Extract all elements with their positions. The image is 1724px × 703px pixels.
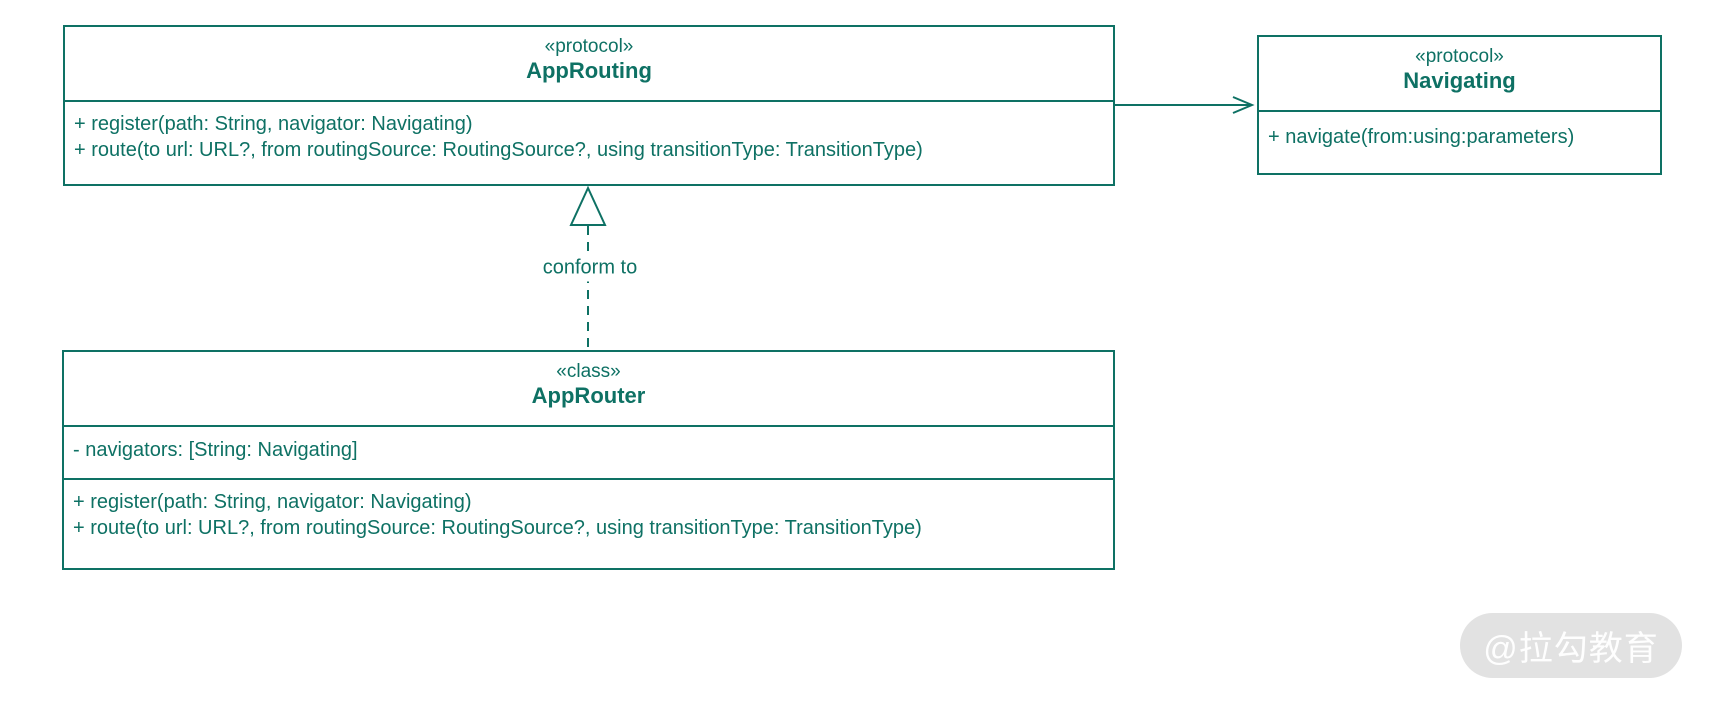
class-box-header: «class» AppRouter [64,352,1113,427]
class-box-header: «protocol» AppRouting [65,27,1113,102]
class-box-header: «protocol» Navigating [1259,37,1660,112]
method-label: + route(to url: URL?, from routingSource… [73,517,922,539]
class-box-approuter: «class» AppRouter - navigators: [String:… [62,350,1115,570]
stereotype-label: «class» [556,361,621,382]
stereotype-label: «protocol» [544,36,634,57]
class-name: AppRouter [531,383,646,408]
methods-section: + register(path: String, navigator: Navi… [64,480,1113,541]
realization-label: conform to [537,254,643,282]
methods-section: + navigate(from:using:parameters) [1259,112,1660,150]
class-box-navigating: «protocol» Navigating + navigate(from:us… [1257,35,1662,175]
method-label: + navigate(from:using:parameters) [1268,126,1575,148]
method-label: + register(path: String, navigator: Navi… [73,491,472,513]
class-box-approuting: «protocol» AppRouting + register(path: S… [63,25,1115,186]
methods-section: + register(path: String, navigator: Navi… [65,102,1113,163]
realization-triangle-icon [569,185,607,226]
watermark-text: @拉勾教育 [1483,630,1659,668]
stereotype-label: «protocol» [1415,46,1504,67]
association-arrowhead-icon [1232,96,1255,114]
attributes-section: - navigators: [String: Navigating] [64,427,1113,480]
attribute-label: - navigators: [String: Navigating] [73,439,358,461]
method-label: + route(to url: URL?, from routingSource… [74,139,923,161]
watermark-badge: @拉勾教育 [1460,613,1682,678]
class-name: AppRouting [526,58,652,83]
method-label: + register(path: String, navigator: Navi… [74,113,473,135]
class-name: Navigating [1403,68,1516,93]
